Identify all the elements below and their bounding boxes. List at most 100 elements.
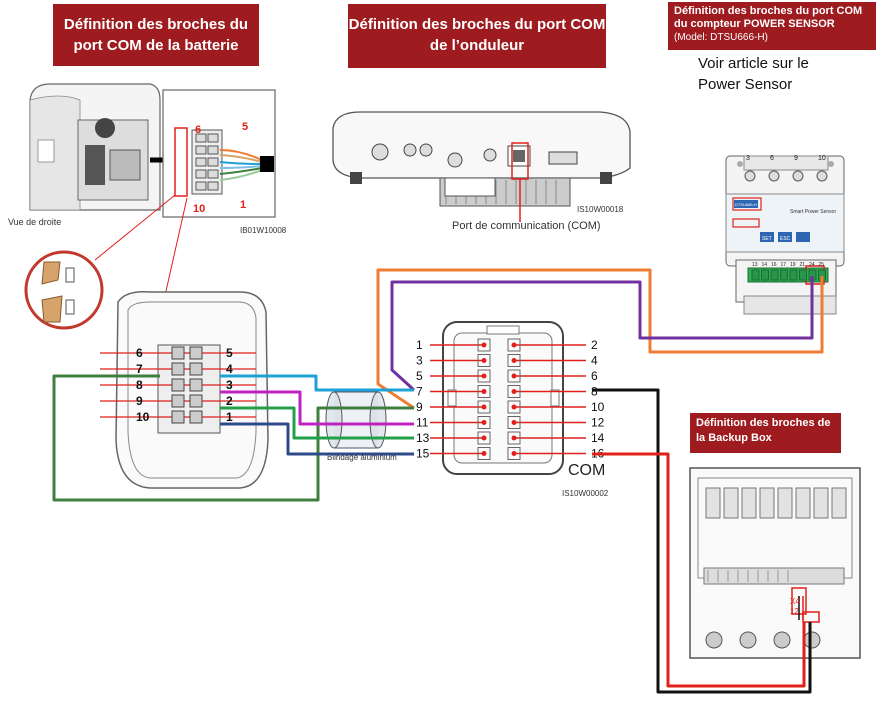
backup-box-device — [689, 467, 861, 659]
com-pin-label-right: 14 — [591, 431, 605, 445]
com-pin-label-right: 12 — [591, 416, 605, 430]
com-pin-label-left: 13 — [416, 431, 430, 445]
battery-pin-socket — [171, 394, 185, 408]
power-sensor-top-terminal-label: 9 — [794, 155, 798, 162]
power-sensor-bottom-terminal — [770, 269, 779, 281]
com-pin-socket — [477, 338, 491, 352]
com-pin-socket — [507, 431, 521, 445]
com-pin-dot — [481, 389, 487, 394]
power-sensor-bottom-terminal — [751, 269, 760, 281]
wires — [52, 268, 824, 694]
com-pin-dot — [511, 404, 517, 410]
com-pin-socket — [507, 400, 521, 414]
wire-cyan — [220, 374, 414, 392]
power-sensor-com-title-text: Définition des broches du port COM du co… — [674, 5, 863, 30]
power-sensor-top-terminal — [792, 170, 804, 182]
com-pin-dot — [511, 435, 517, 441]
power-sensor-bottom-terminal-label: 25 — [819, 262, 825, 268]
power-sensor-top-terminal-label: 10 — [818, 155, 826, 162]
com-pin-socket — [477, 354, 491, 367]
power-sensor-top-terminals: 3 6 9 10 — [744, 155, 828, 182]
com-pin-dot — [481, 451, 487, 456]
power-sensor-bottom-terminal — [799, 269, 807, 281]
battery-connector-pin-left: 8 — [136, 378, 143, 392]
power-sensor-note-line1: Voir article sur le — [698, 55, 809, 72]
com-pin-label-left: 9 — [416, 400, 423, 414]
power-sensor-bottom-terminal-label: 17 — [781, 262, 787, 268]
power-sensor-bottom-terminal-label: 16 — [771, 262, 777, 268]
com-pin-label-left: 15 — [416, 447, 430, 461]
com-pin-socket — [507, 416, 521, 429]
power-sensor-top-terminal — [768, 170, 780, 182]
battery-pin-5: 5 — [242, 121, 248, 133]
power-sensor-brand: Smart Power Sensor — [790, 209, 836, 215]
shield-label: Blindage aluminium — [327, 453, 397, 462]
power-sensor-bottom-terminal-label: 19 — [790, 262, 796, 268]
battery-pin-1: 1 — [240, 199, 246, 211]
battery-connector-pin-left: 7 — [136, 362, 143, 376]
com-pin-dot — [511, 420, 517, 425]
com-label: COM — [568, 462, 605, 479]
aluminium-shield — [325, 391, 387, 449]
battery-pin-socket — [171, 346, 185, 360]
com-pin-dot — [481, 373, 487, 379]
battery-pin-10: 10 — [193, 203, 205, 215]
power-sensor-bottom-terminal-label: 24 — [809, 262, 815, 268]
com-pin-dot — [481, 435, 487, 441]
wire-orange — [376, 268, 824, 410]
power-sensor-bottom-terminal-label: 14 — [762, 262, 768, 268]
com-pin-dot — [511, 389, 517, 394]
power-sensor-model-tag: DTSU666-H — [735, 202, 757, 207]
com-pin-socket — [477, 385, 491, 398]
power-sensor-bottom-terminal-label: 13 — [752, 262, 758, 268]
com-pin-socket — [477, 369, 491, 383]
com-pin-dot — [511, 451, 517, 456]
wire-black — [592, 388, 812, 694]
power-sensor-model: (Model: DTSU666-H) — [674, 32, 768, 43]
battery-image-code: IB01W10008 — [240, 226, 287, 235]
battery-connector-pin-right: 2 — [226, 394, 233, 408]
com-pin-socket — [507, 354, 521, 367]
battery-connector-pin-right: 4 — [226, 362, 233, 376]
battery-connector-pin-right: 3 — [226, 378, 233, 392]
wire-magenta — [220, 390, 414, 426]
battery-pin-socket — [189, 346, 203, 360]
inverter-com-port-label: Port de communication (COM) — [452, 220, 601, 232]
battery-view-label: Vue de droite — [8, 217, 62, 227]
com-pin-dot — [511, 373, 517, 379]
battery-com-zoom: 6 5 10 1 — [162, 89, 276, 218]
com-pin-socket — [477, 447, 491, 460]
battery-com-title: Définition des broches du port COM de la… — [53, 4, 259, 66]
com-pin-label-left: 7 — [416, 385, 423, 399]
com-pin-label-left: 1 — [416, 338, 423, 352]
wire-purple — [390, 276, 814, 392]
backup-box-title: Définition des broches de la Backup Box — [690, 413, 841, 453]
battery-connector-pin-left: 6 — [136, 346, 143, 360]
com-pin-dot — [481, 420, 487, 425]
battery-pin-socket — [189, 410, 203, 424]
power-sensor-bottom-terminal — [780, 269, 788, 281]
com-pin-dot — [481, 342, 487, 348]
wire-red — [592, 452, 806, 688]
wire-green — [52, 374, 414, 502]
battery-connector-pin-left: 9 — [136, 394, 143, 408]
com-pin-dot — [511, 358, 517, 363]
power-sensor-esc-button: ESC — [780, 236, 791, 242]
com-pin-label-right: 2 — [591, 338, 598, 352]
com-pin-dot — [511, 342, 517, 348]
power-sensor-top-terminal-label: 3 — [746, 155, 750, 162]
com-pin-socket — [507, 447, 521, 460]
inverter-illustration — [332, 111, 631, 222]
magnifier-detail — [24, 250, 104, 330]
com-pin-label-left: 3 — [416, 354, 423, 368]
inverter-image-code: IS10W00018 — [577, 205, 624, 214]
battery-pin-socket — [171, 410, 185, 424]
com-pin-socket — [477, 431, 491, 445]
com-pin-socket — [507, 338, 521, 352]
com-image-code: IS10W00002 — [562, 489, 609, 498]
com-pin-label-right: 6 — [591, 369, 598, 383]
power-sensor-top-terminal-label: 6 — [770, 155, 774, 162]
inverter-com-title: Définition des broches du port COM de l’… — [348, 4, 606, 68]
battery-connector-pin-right: 1 — [226, 410, 233, 424]
